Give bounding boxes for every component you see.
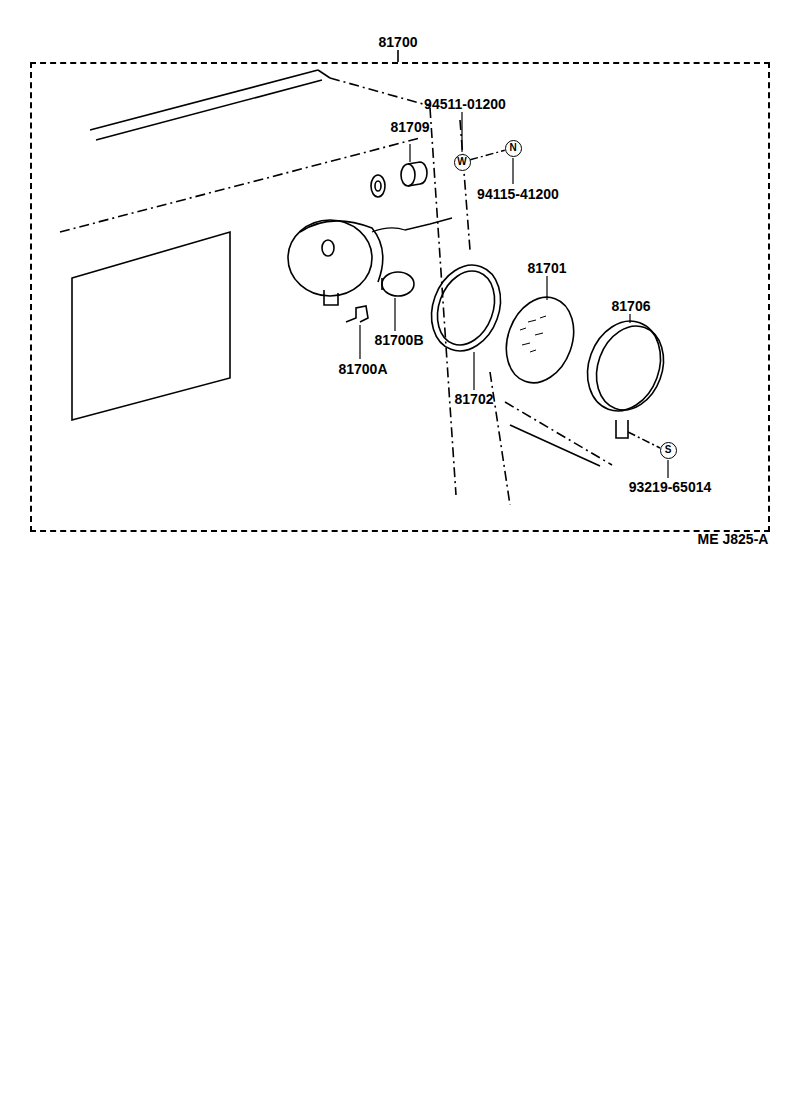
nut-symbol: N bbox=[505, 140, 522, 157]
part-number: 81701 bbox=[528, 260, 567, 276]
symbol-letter: S bbox=[665, 445, 672, 455]
part-number: 81702 bbox=[455, 391, 494, 407]
washer-symbol: W bbox=[454, 154, 471, 171]
part-number: 81706 bbox=[612, 298, 651, 314]
symbol-letter: W bbox=[457, 157, 466, 167]
part-number: 81709 bbox=[391, 119, 430, 135]
dash-dot-connector bbox=[470, 150, 505, 159]
drawing-code: ME J825-A bbox=[698, 531, 769, 547]
part-number: 94115-41200 bbox=[477, 186, 559, 202]
callout-number: 81700 bbox=[379, 34, 418, 50]
symbol-letter: N bbox=[509, 143, 516, 153]
screw-symbol: S bbox=[660, 442, 677, 459]
part-number: 93219-65014 bbox=[629, 479, 712, 495]
part-number: 81700B bbox=[374, 332, 423, 348]
part-number: 94511-01200 bbox=[424, 96, 506, 112]
part-number: 81700A bbox=[338, 361, 387, 377]
